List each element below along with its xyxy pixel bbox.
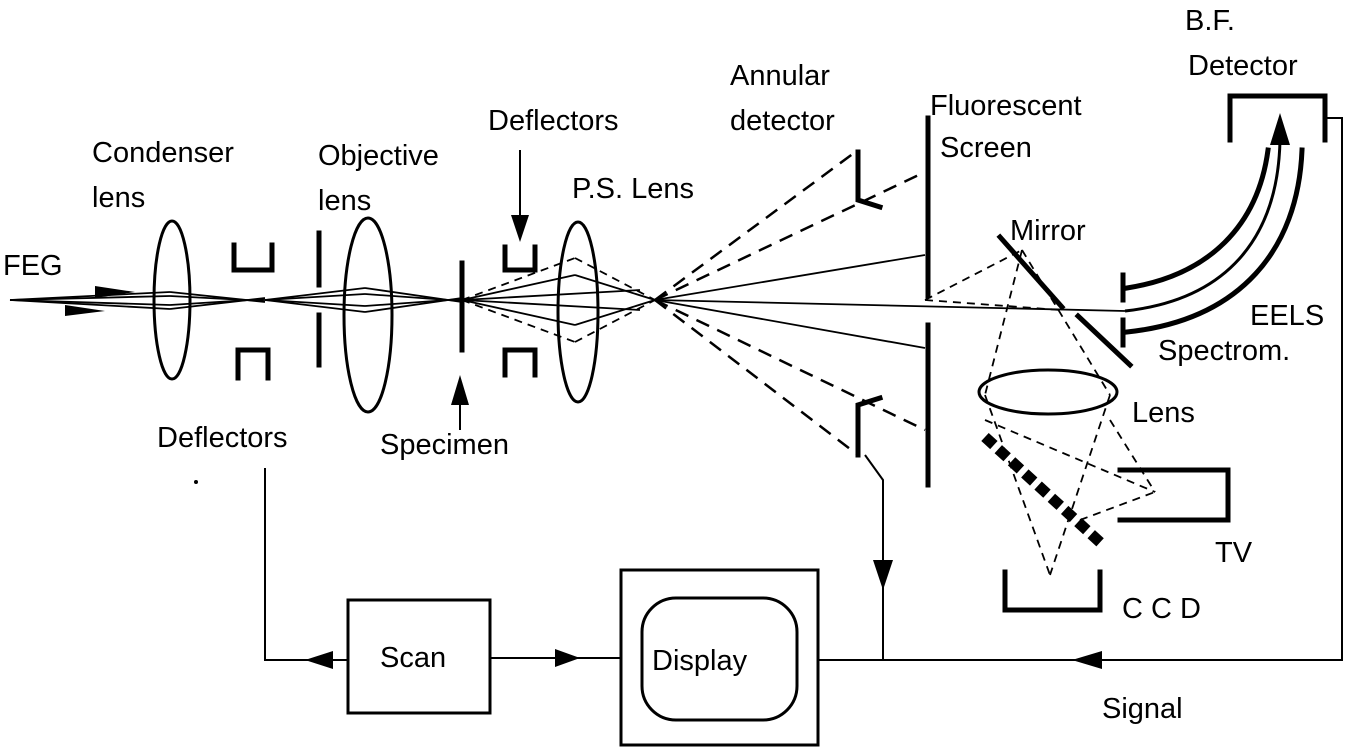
signal-wiring — [264, 117, 1343, 669]
annular-signal-arrow — [873, 560, 893, 590]
label-fluorescent-1: Fluorescent — [930, 90, 1082, 122]
specimen-arrowhead — [451, 375, 469, 405]
label-feg: FEG — [3, 250, 63, 282]
eels-arc-inner — [1124, 147, 1305, 335]
electron-beam-rays — [9, 148, 1156, 576]
display-outer-box — [619, 568, 820, 747]
label-condenser-2: lens — [92, 182, 145, 214]
beam-arrow-1 — [95, 286, 135, 298]
ps-lens-shape — [556, 220, 600, 404]
label-annular-1: Annular — [730, 60, 830, 92]
label-lens: Lens — [1132, 397, 1195, 429]
label-specimen: Specimen — [380, 429, 509, 461]
annular-detector-bottom — [855, 394, 884, 458]
light-lens-shape — [977, 368, 1119, 416]
label-ccd: C C D — [1122, 593, 1201, 625]
label-eels-1: EELS — [1250, 300, 1324, 332]
label-deflectors-top: Deflectors — [488, 105, 619, 137]
scan-to-deflector-arrow — [305, 651, 333, 669]
label-annular-2: detector — [730, 105, 835, 137]
ccd-chip — [981, 432, 1107, 550]
label-signal: Signal — [1102, 693, 1183, 725]
label-tv: TV — [1215, 537, 1253, 569]
label-eels-2: Spectrom. — [1158, 335, 1290, 367]
label-bf-2: Detector — [1188, 50, 1298, 82]
annular-detector-top — [855, 149, 884, 211]
stray-dot — [194, 480, 198, 484]
mirror-upper — [996, 233, 1066, 311]
display-screen — [640, 596, 799, 722]
deflector-upper-1 — [231, 242, 275, 273]
label-scan: Scan — [380, 642, 446, 674]
scan-to-display-arrow — [555, 649, 580, 667]
condenser-lens-shape — [152, 219, 192, 381]
label-objective-1: Objective — [318, 140, 439, 172]
label-ps-lens: P.S. Lens — [572, 173, 694, 205]
signal-arrow — [1072, 651, 1102, 669]
label-mirror: Mirror — [1010, 215, 1086, 247]
mirror-lower — [1074, 312, 1134, 369]
objective-lens-shape — [342, 216, 394, 414]
deflectors-top-arrowhead — [511, 215, 529, 242]
label-fluorescent-2: Screen — [940, 132, 1032, 164]
eels-beam-path — [1124, 139, 1282, 313]
eels-beam-arrow — [1270, 113, 1290, 145]
tv-box — [1117, 467, 1231, 523]
deflector-lower-1 — [235, 347, 271, 381]
ccd-box — [1002, 569, 1103, 613]
deflector-lower-2 — [502, 347, 538, 378]
deflector-upper-2 — [502, 244, 538, 273]
beam-arrow-2 — [65, 305, 105, 316]
label-deflectors-bottom: Deflectors — [157, 422, 288, 454]
label-condenser-1: Condenser — [92, 137, 234, 169]
label-bf-1: B.F. — [1185, 5, 1235, 37]
label-display: Display — [652, 645, 748, 677]
label-objective-2: lens — [318, 185, 371, 217]
scan-box — [346, 598, 492, 715]
eels-arc-outer — [1124, 147, 1271, 291]
